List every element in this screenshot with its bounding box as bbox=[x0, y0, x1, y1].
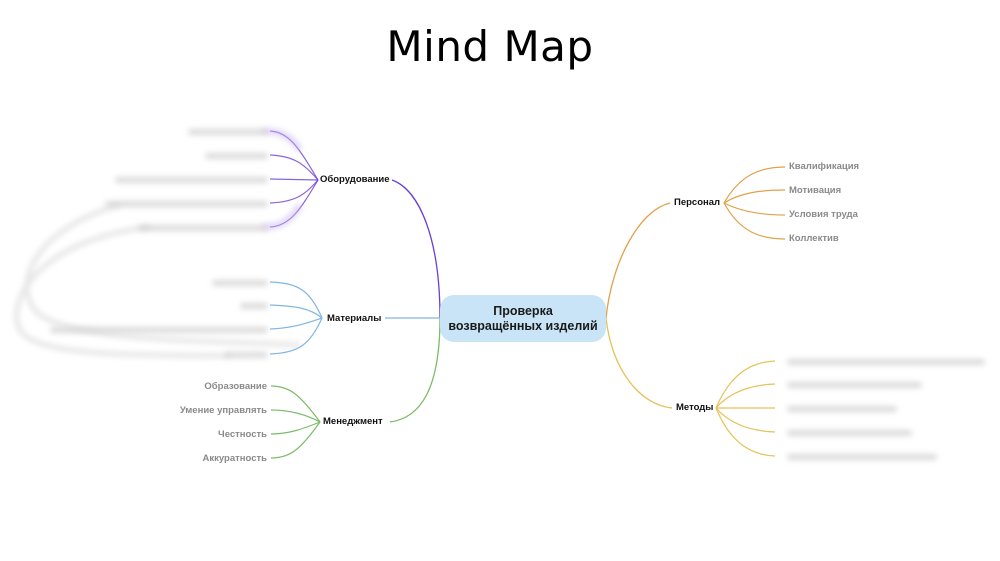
blurred-leaf-equipment-3 bbox=[105, 201, 268, 207]
blurred-leaf-methods-2 bbox=[787, 406, 897, 412]
branch-personnel[interactable]: Персонал bbox=[674, 197, 721, 208]
branch-management[interactable]: Менеджмент bbox=[323, 416, 383, 427]
branch-equipment[interactable]: Оборудование bbox=[320, 174, 390, 185]
connector-center-personnel bbox=[605, 202, 671, 319]
blurred-loop-lines bbox=[14, 202, 301, 359]
leaf-management-0[interactable]: Образование bbox=[204, 381, 267, 392]
branch-methods[interactable]: Методы bbox=[676, 402, 714, 413]
leaf-personnel-0[interactable]: Квалификация bbox=[789, 161, 860, 172]
leaf-management-1[interactable]: Умение управлять bbox=[179, 405, 267, 416]
connector-center-management bbox=[389, 317, 441, 423]
connector-center-equipment bbox=[391, 179, 441, 319]
blurred-leaf-materials-2 bbox=[50, 327, 268, 333]
personnel-fan bbox=[723, 166, 786, 240]
blurred-leaf-materials-3 bbox=[224, 352, 268, 358]
blurred-leaf-methods-3 bbox=[787, 430, 912, 436]
leaf-management-3[interactable]: Аккуратность bbox=[202, 453, 267, 464]
blurred-leaf-methods-1 bbox=[787, 382, 922, 388]
blurred-leaf-equipment-0 bbox=[188, 129, 268, 135]
leaf-management-2[interactable]: Честность bbox=[218, 429, 267, 440]
blurred-leaf-equipment-2 bbox=[115, 177, 268, 183]
blurred-leaf-materials-0 bbox=[212, 280, 268, 286]
leaf-personnel-1[interactable]: Мотивация bbox=[789, 185, 842, 196]
central-topic[interactable]: Проверка возвращённых изделий bbox=[440, 295, 606, 342]
methods-fan bbox=[715, 360, 776, 457]
leaf-personnel-3[interactable]: Коллектив bbox=[789, 233, 839, 244]
connector-center-methods bbox=[605, 317, 673, 409]
page-title: Mind Map bbox=[386, 22, 594, 71]
blurred-leaf-equipment-4 bbox=[138, 225, 268, 231]
branch-materials[interactable]: Материалы bbox=[327, 313, 382, 324]
blurred-leaf-materials-1 bbox=[240, 303, 268, 309]
blurred-leaf-equipment-1 bbox=[205, 153, 268, 159]
blurred-leaf-methods-0 bbox=[787, 359, 985, 365]
blurred-leaf-methods-4 bbox=[787, 454, 937, 460]
materials-fan bbox=[269, 281, 323, 355]
management-fan bbox=[270, 385, 321, 459]
leaf-personnel-2[interactable]: Условия труда bbox=[789, 209, 858, 220]
